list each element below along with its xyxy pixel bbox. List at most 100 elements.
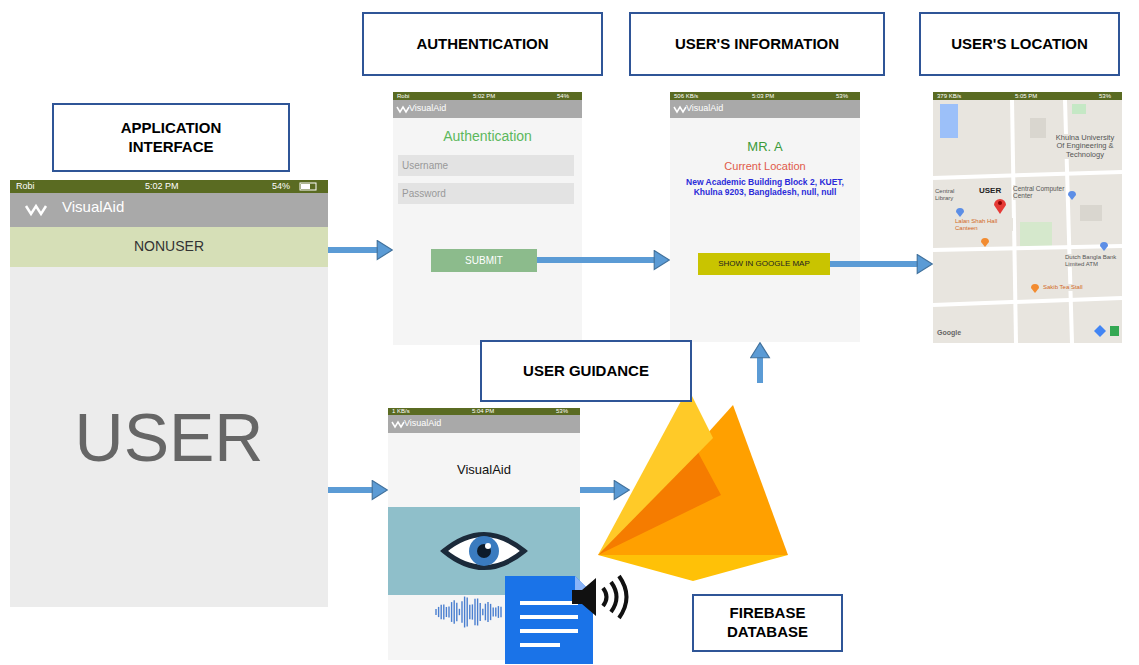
art-path bbox=[981, 238, 989, 247]
screen-text: 5:03 PM bbox=[752, 93, 774, 100]
screen-text: Sakib Tea Stall bbox=[1043, 284, 1103, 291]
phone-screen: SHOW IN GOOGLE MAP506 KB/s5:03 PM53%Visu… bbox=[670, 92, 860, 342]
button-label: Password bbox=[402, 188, 446, 199]
screen-text: 1 KB/s bbox=[392, 408, 410, 415]
art-circle bbox=[469, 536, 499, 566]
screen-text: 53% bbox=[1099, 93, 1111, 100]
flow-arrow bbox=[328, 247, 381, 253]
art-line bbox=[520, 629, 578, 633]
screen-text: Lalan Shah Hall Canteen bbox=[955, 218, 1013, 231]
art-rect bbox=[933, 92, 1122, 100]
art-path bbox=[1031, 284, 1039, 293]
art-polygon bbox=[598, 555, 788, 581]
art-rect bbox=[1080, 205, 1102, 221]
art-g bbox=[328, 250, 921, 490]
screen-text: VisualAid bbox=[62, 199, 124, 216]
art-rect bbox=[393, 92, 582, 345]
art-path bbox=[1100, 242, 1108, 251]
wave-stroke bbox=[459, 609, 460, 615]
screen-text: VisualAid bbox=[409, 103, 446, 113]
art-path bbox=[444, 535, 524, 568]
screen-text: Robi bbox=[397, 93, 409, 100]
art-path bbox=[1094, 325, 1106, 337]
screen-text: Authentication bbox=[393, 129, 582, 145]
wave-stroke bbox=[454, 600, 455, 623]
art-rect bbox=[1030, 118, 1046, 138]
wave-stroke bbox=[480, 603, 481, 621]
art-path bbox=[933, 298, 1122, 305]
art-path bbox=[1068, 191, 1076, 200]
art-circle bbox=[998, 201, 1002, 205]
google-map-art bbox=[933, 92, 1122, 343]
screen-text: Google bbox=[937, 329, 961, 337]
art-line bbox=[520, 601, 578, 605]
screen-text: Khulna University Of Engineering & Techn… bbox=[1051, 134, 1119, 159]
art-line bbox=[520, 615, 578, 619]
firebase-database: FIREBASE DATABASE bbox=[630, 383, 843, 652]
screen-text: 5:02 PM bbox=[473, 93, 495, 100]
art-rect bbox=[301, 184, 310, 189]
wave-stroke bbox=[477, 598, 478, 625]
flow-arrow bbox=[580, 487, 618, 493]
art-rect bbox=[670, 92, 860, 100]
art-path bbox=[611, 582, 617, 612]
callout-box: AUTHENTICATION bbox=[362, 12, 603, 76]
phone-screen: NONUSERUSERRobi5:02 PM54%VisualAid bbox=[10, 180, 328, 607]
art-circle bbox=[485, 543, 491, 549]
art-g bbox=[603, 576, 627, 618]
screen-text: 53% bbox=[556, 408, 568, 415]
art-polyline bbox=[26, 206, 46, 214]
user-area: USER bbox=[10, 267, 328, 607]
art-path bbox=[933, 172, 1122, 178]
button-label: SHOW IN GOOGLE MAP bbox=[718, 260, 810, 269]
wave-stroke bbox=[474, 599, 475, 626]
wave-stroke bbox=[485, 604, 486, 621]
callout-box: USER'S LOCATION bbox=[919, 12, 1120, 76]
art-path bbox=[994, 199, 1006, 214]
screen-text: 5:05 PM bbox=[1015, 93, 1037, 100]
wave-stroke bbox=[464, 597, 465, 628]
screen-text: 53% bbox=[836, 93, 848, 100]
wave-stroke bbox=[438, 607, 439, 617]
nonuser-band: NONUSER bbox=[10, 227, 328, 267]
screen-text: Current Location bbox=[670, 160, 860, 172]
button-label: SUBMIT bbox=[465, 255, 503, 266]
callout-label: USER GUIDANCE bbox=[523, 362, 649, 381]
art-rect bbox=[393, 100, 582, 118]
screen-text: New Academic Building Block 2, KUET, Khu… bbox=[674, 178, 856, 197]
art-polygon bbox=[598, 388, 713, 555]
wave-stroke bbox=[467, 597, 468, 626]
wave-stroke bbox=[451, 602, 452, 622]
wave-stroke bbox=[441, 605, 442, 619]
wave-stroke bbox=[446, 607, 447, 617]
wave-stroke bbox=[448, 607, 449, 618]
screen-text: 5:04 PM bbox=[472, 408, 494, 415]
screen-text: 54% bbox=[557, 93, 569, 100]
wave-stroke bbox=[456, 603, 457, 621]
sound-wave bbox=[436, 597, 501, 628]
art-path bbox=[956, 208, 964, 217]
art-rect bbox=[10, 180, 328, 607]
art-rect bbox=[300, 183, 316, 190]
art-rect bbox=[670, 100, 860, 118]
callout-label: AUTHENTICATION bbox=[416, 35, 548, 54]
text-to-speech-icon bbox=[505, 576, 627, 664]
art-path bbox=[619, 576, 627, 618]
art-path bbox=[933, 246, 1122, 250]
callout-box: USER GUIDANCE bbox=[480, 340, 692, 402]
art-rect bbox=[1110, 326, 1119, 336]
art-g bbox=[520, 603, 578, 645]
screen-text: Dutch Bangla Bank Limited ATM bbox=[1065, 254, 1120, 267]
screen-text: 379 KB/s bbox=[937, 93, 961, 100]
map-button: SHOW IN GOOGLE MAP bbox=[698, 253, 830, 275]
screen-text: 5:02 PM bbox=[145, 181, 179, 191]
screen-text: USER bbox=[979, 187, 1001, 196]
wave-stroke bbox=[487, 602, 488, 622]
art-polyline bbox=[397, 107, 409, 112]
art-circle bbox=[477, 544, 491, 558]
button-label: NONUSER bbox=[134, 239, 204, 254]
wave-stroke bbox=[500, 607, 501, 618]
map-screen: 379 KB/s 5:05 PM 53% Khulna University Of E… bbox=[933, 92, 1122, 343]
art-rect bbox=[388, 415, 580, 433]
wave-stroke bbox=[443, 605, 444, 620]
